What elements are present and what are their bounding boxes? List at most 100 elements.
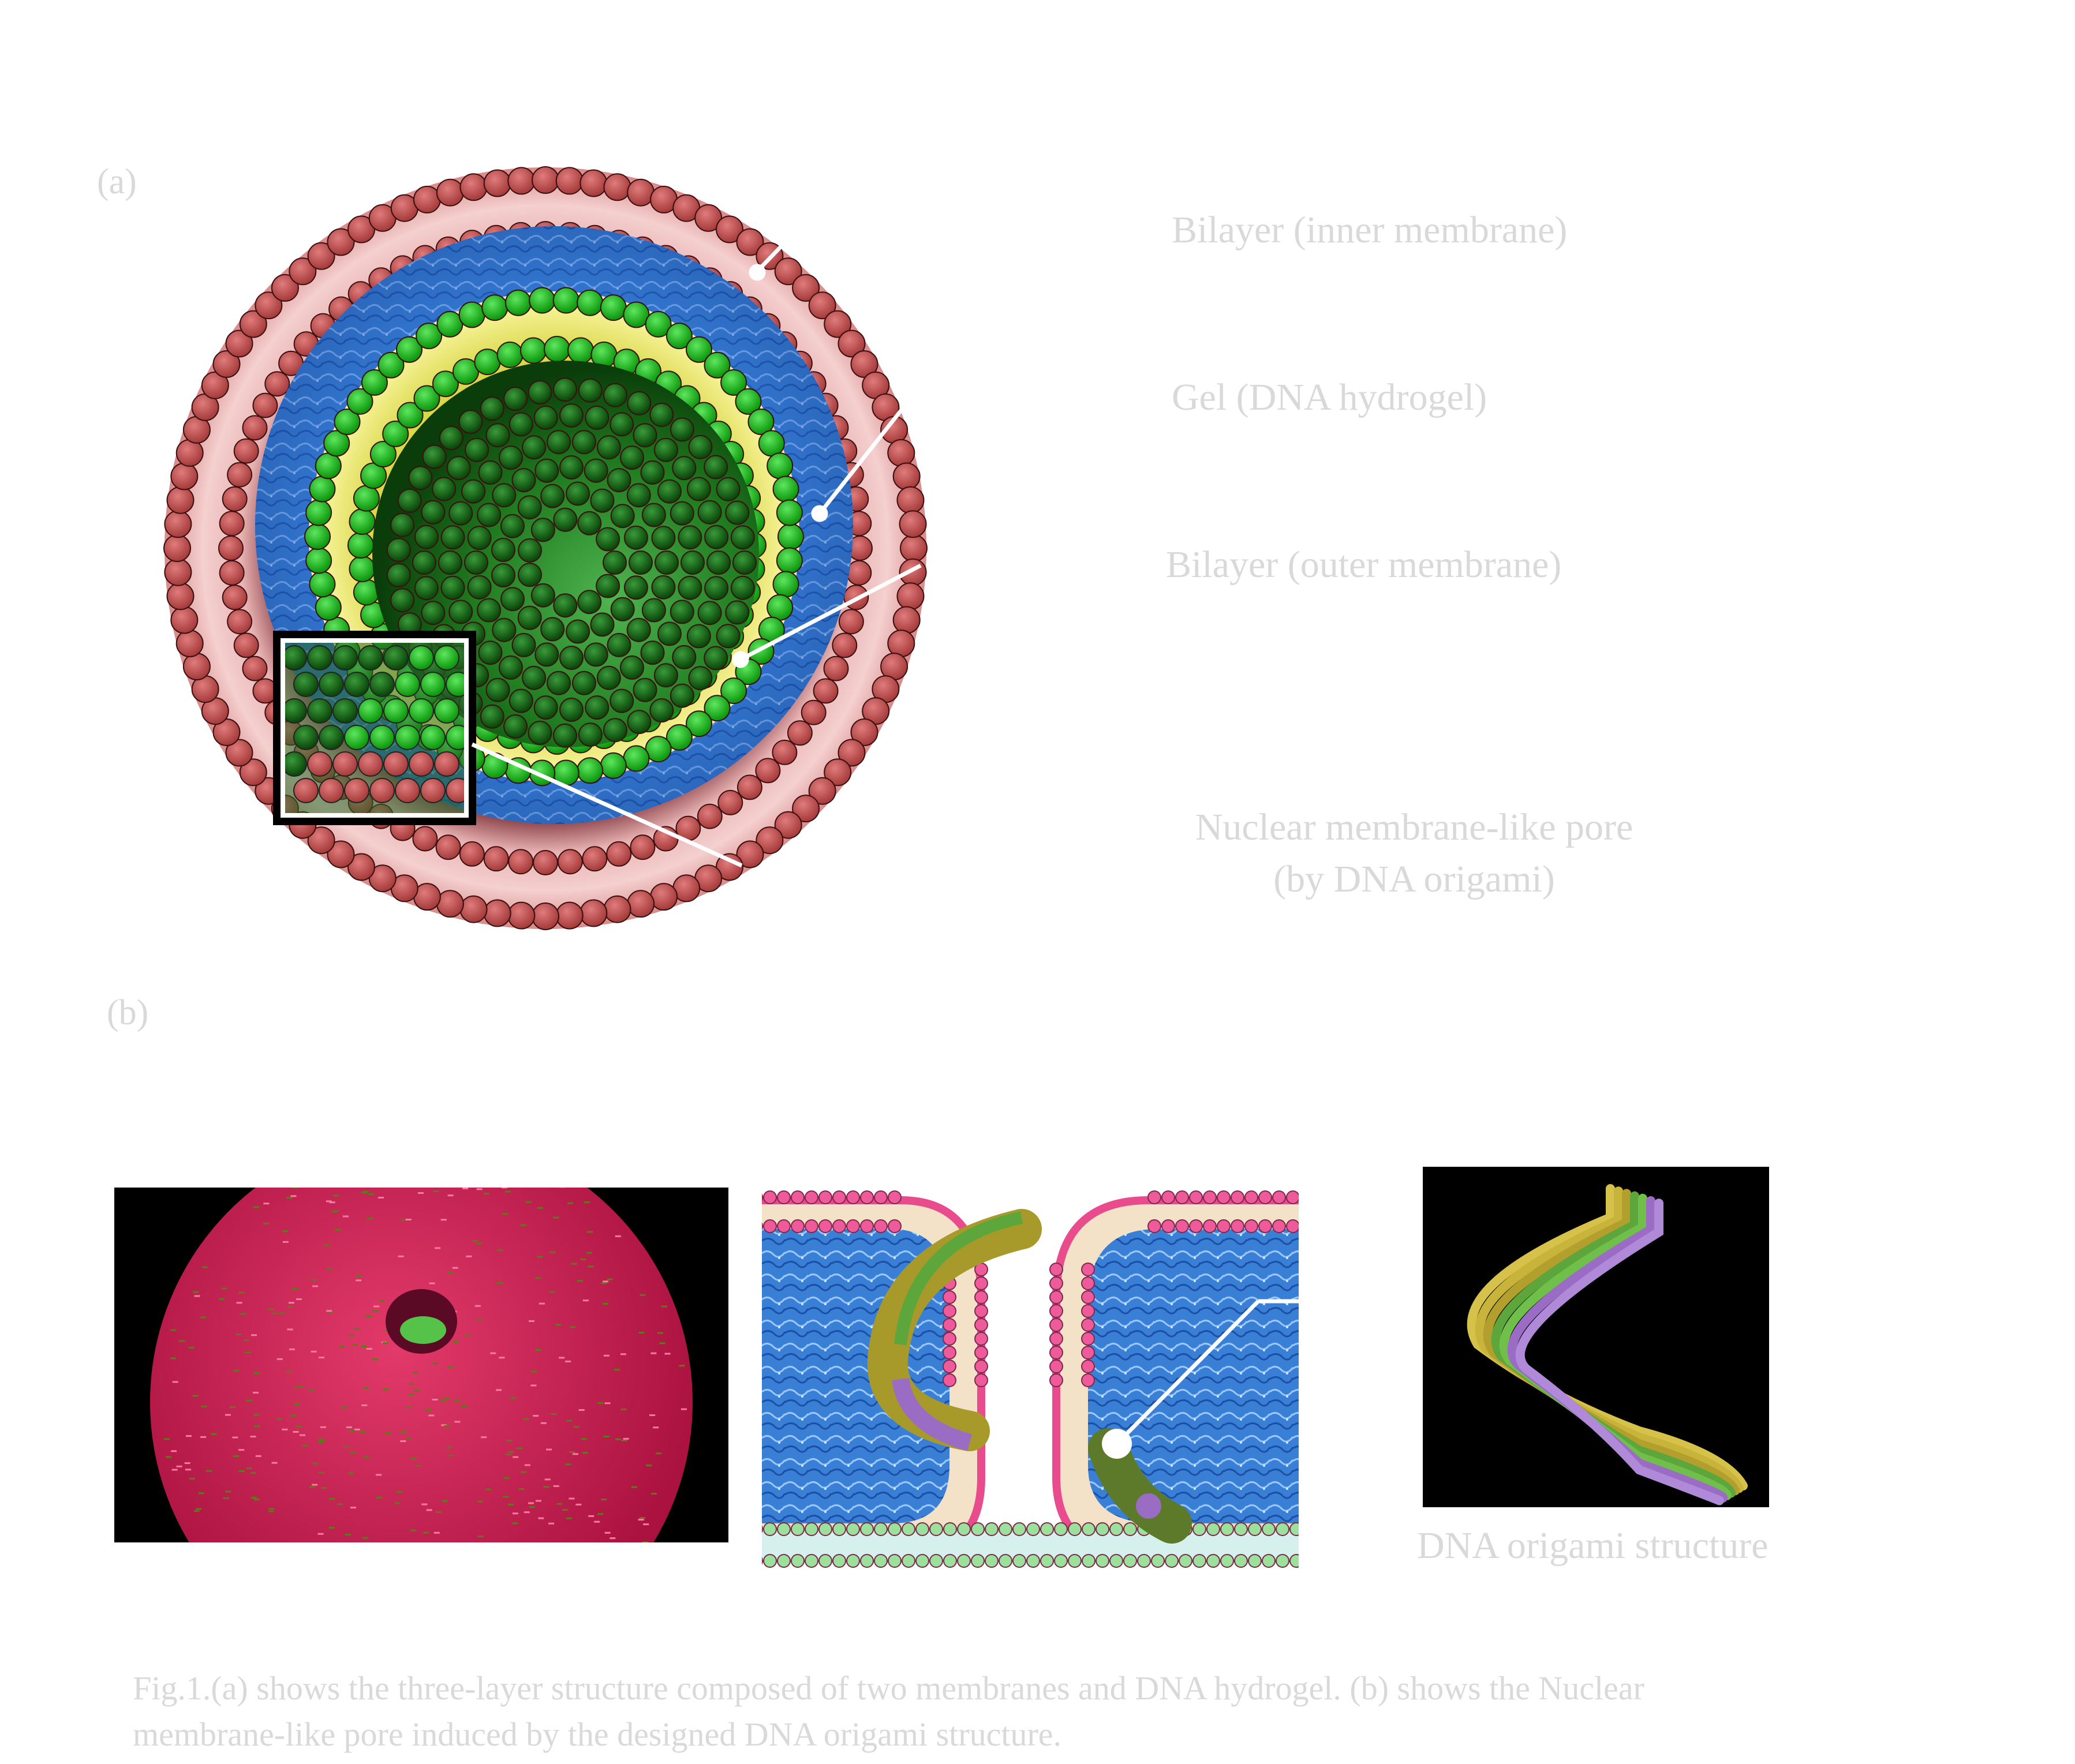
core-head xyxy=(623,525,648,550)
core-head xyxy=(610,412,634,437)
pore-membrane-head xyxy=(1192,1554,1206,1568)
vesicle-speckle xyxy=(646,1465,652,1467)
vesicle-speckle xyxy=(502,1213,509,1215)
vesicle-speckle xyxy=(567,1578,573,1579)
vesicle-speckle xyxy=(578,1409,585,1411)
vesicle-speckle xyxy=(349,1654,355,1656)
pore-membrane-head xyxy=(1123,1554,1137,1568)
core-head xyxy=(704,455,728,480)
core-head xyxy=(448,600,473,624)
vesicle-speckle xyxy=(439,1649,445,1650)
pore-lipid-head xyxy=(332,645,358,671)
vesicle-speckle xyxy=(361,1346,367,1347)
vesicle-speckle xyxy=(289,1618,294,1620)
vesicle-speckle xyxy=(221,1287,227,1290)
core-head xyxy=(730,575,755,600)
vesicle-speckle xyxy=(549,1251,556,1253)
lipid-head xyxy=(369,441,397,467)
lipid-head xyxy=(694,204,723,232)
lipid-head xyxy=(774,257,802,286)
vesicle-speckle xyxy=(319,1471,325,1474)
vesicle-speckle xyxy=(388,1600,394,1602)
vesicle-speckle xyxy=(293,1430,299,1433)
lipid-head xyxy=(532,166,559,194)
core-head xyxy=(670,600,694,624)
vesicle-speckle xyxy=(367,1218,373,1220)
pore-membrane-head xyxy=(1217,1190,1231,1204)
vesicle-speckle xyxy=(601,1282,607,1284)
pore-lipid-head xyxy=(307,751,332,777)
vesicle-speckle xyxy=(681,1408,687,1410)
vesicle-speckle xyxy=(489,1616,495,1617)
pore-membrane-head xyxy=(1026,1554,1040,1568)
vesicle-speckle xyxy=(435,1247,440,1249)
pore-membrane-head xyxy=(943,1346,956,1359)
vesicle-speckle xyxy=(428,1150,433,1152)
vesicle-speckle xyxy=(211,1433,217,1435)
vesicle-speckle xyxy=(233,1455,240,1457)
core-head xyxy=(440,575,465,600)
vesicle-speckle xyxy=(349,1334,355,1336)
vesicle-speckle xyxy=(329,1498,335,1500)
core-head xyxy=(584,458,608,483)
vesicle-speckle xyxy=(414,1390,421,1392)
pore-membrane-head xyxy=(1109,1522,1123,1536)
vesicle-speckle xyxy=(327,1311,334,1313)
pore-membrane-head xyxy=(860,1554,874,1568)
vesicle-speckle xyxy=(565,1463,571,1466)
vesicle-speckle xyxy=(282,1230,289,1233)
pore-lipid-head xyxy=(395,725,420,750)
vesicle-speckle xyxy=(442,1500,448,1502)
vesicle-speckle xyxy=(369,1557,375,1559)
core-head xyxy=(578,378,603,403)
leader-lines xyxy=(471,241,922,868)
pore-membrane-head xyxy=(1049,1332,1063,1346)
vesicle-speckle xyxy=(481,1600,487,1602)
pore-membrane-head xyxy=(874,1190,888,1204)
panel-a-letter: (a) xyxy=(97,162,137,201)
pore-lipid-head xyxy=(282,698,307,724)
vesicle-speckle xyxy=(543,1486,549,1488)
pore-membrane-head xyxy=(805,1554,818,1568)
vesicle-speckle xyxy=(594,1520,600,1523)
vesicle-speckle xyxy=(251,1334,257,1336)
lipid-head xyxy=(900,534,928,562)
vesicle-speckle xyxy=(653,1426,659,1429)
vesicle-speckle xyxy=(184,1462,190,1465)
lipid-head xyxy=(349,556,376,582)
lipid-head xyxy=(846,560,872,586)
outer-membrane-outer-leaflet xyxy=(163,166,928,930)
pore-membrane-head xyxy=(1081,1290,1095,1304)
vesicle-speckle xyxy=(573,1426,579,1428)
lipid-head xyxy=(686,336,712,363)
lipid-head xyxy=(252,392,278,418)
pore-membrane-head xyxy=(974,1318,988,1332)
vesicle-speckle xyxy=(255,1455,261,1457)
vesicle-speckle xyxy=(352,1344,358,1346)
vesicle-speckle xyxy=(327,1268,332,1270)
pore-lipid-head xyxy=(307,698,332,724)
vesicle-speckle xyxy=(304,1575,310,1576)
core-head xyxy=(590,488,615,513)
vesicle-speckle xyxy=(643,1523,649,1526)
vesicle-speckle xyxy=(202,1266,208,1268)
vesicle-speckle xyxy=(271,1462,278,1464)
vesicle-speckle xyxy=(581,1438,587,1440)
vesicle-speckle xyxy=(432,1399,438,1400)
vesicle-speckle xyxy=(354,1428,360,1430)
core-head xyxy=(688,666,713,691)
lipid-head xyxy=(382,420,409,447)
lipid-head xyxy=(309,475,336,503)
lipid-head xyxy=(225,329,253,358)
vesicle-speckle xyxy=(200,1316,206,1319)
vesicle-speckle xyxy=(356,1275,362,1278)
pore-membrane-head xyxy=(1272,1219,1286,1233)
pore-lipid-head xyxy=(369,672,395,697)
core-head xyxy=(528,380,552,405)
lipid-head xyxy=(170,462,199,490)
pore-lipid-head xyxy=(369,778,395,803)
vesicle-speckle xyxy=(233,1574,238,1576)
label-pore-line2: (by DNA origami) xyxy=(1273,858,1555,900)
lipid-head xyxy=(507,167,536,195)
